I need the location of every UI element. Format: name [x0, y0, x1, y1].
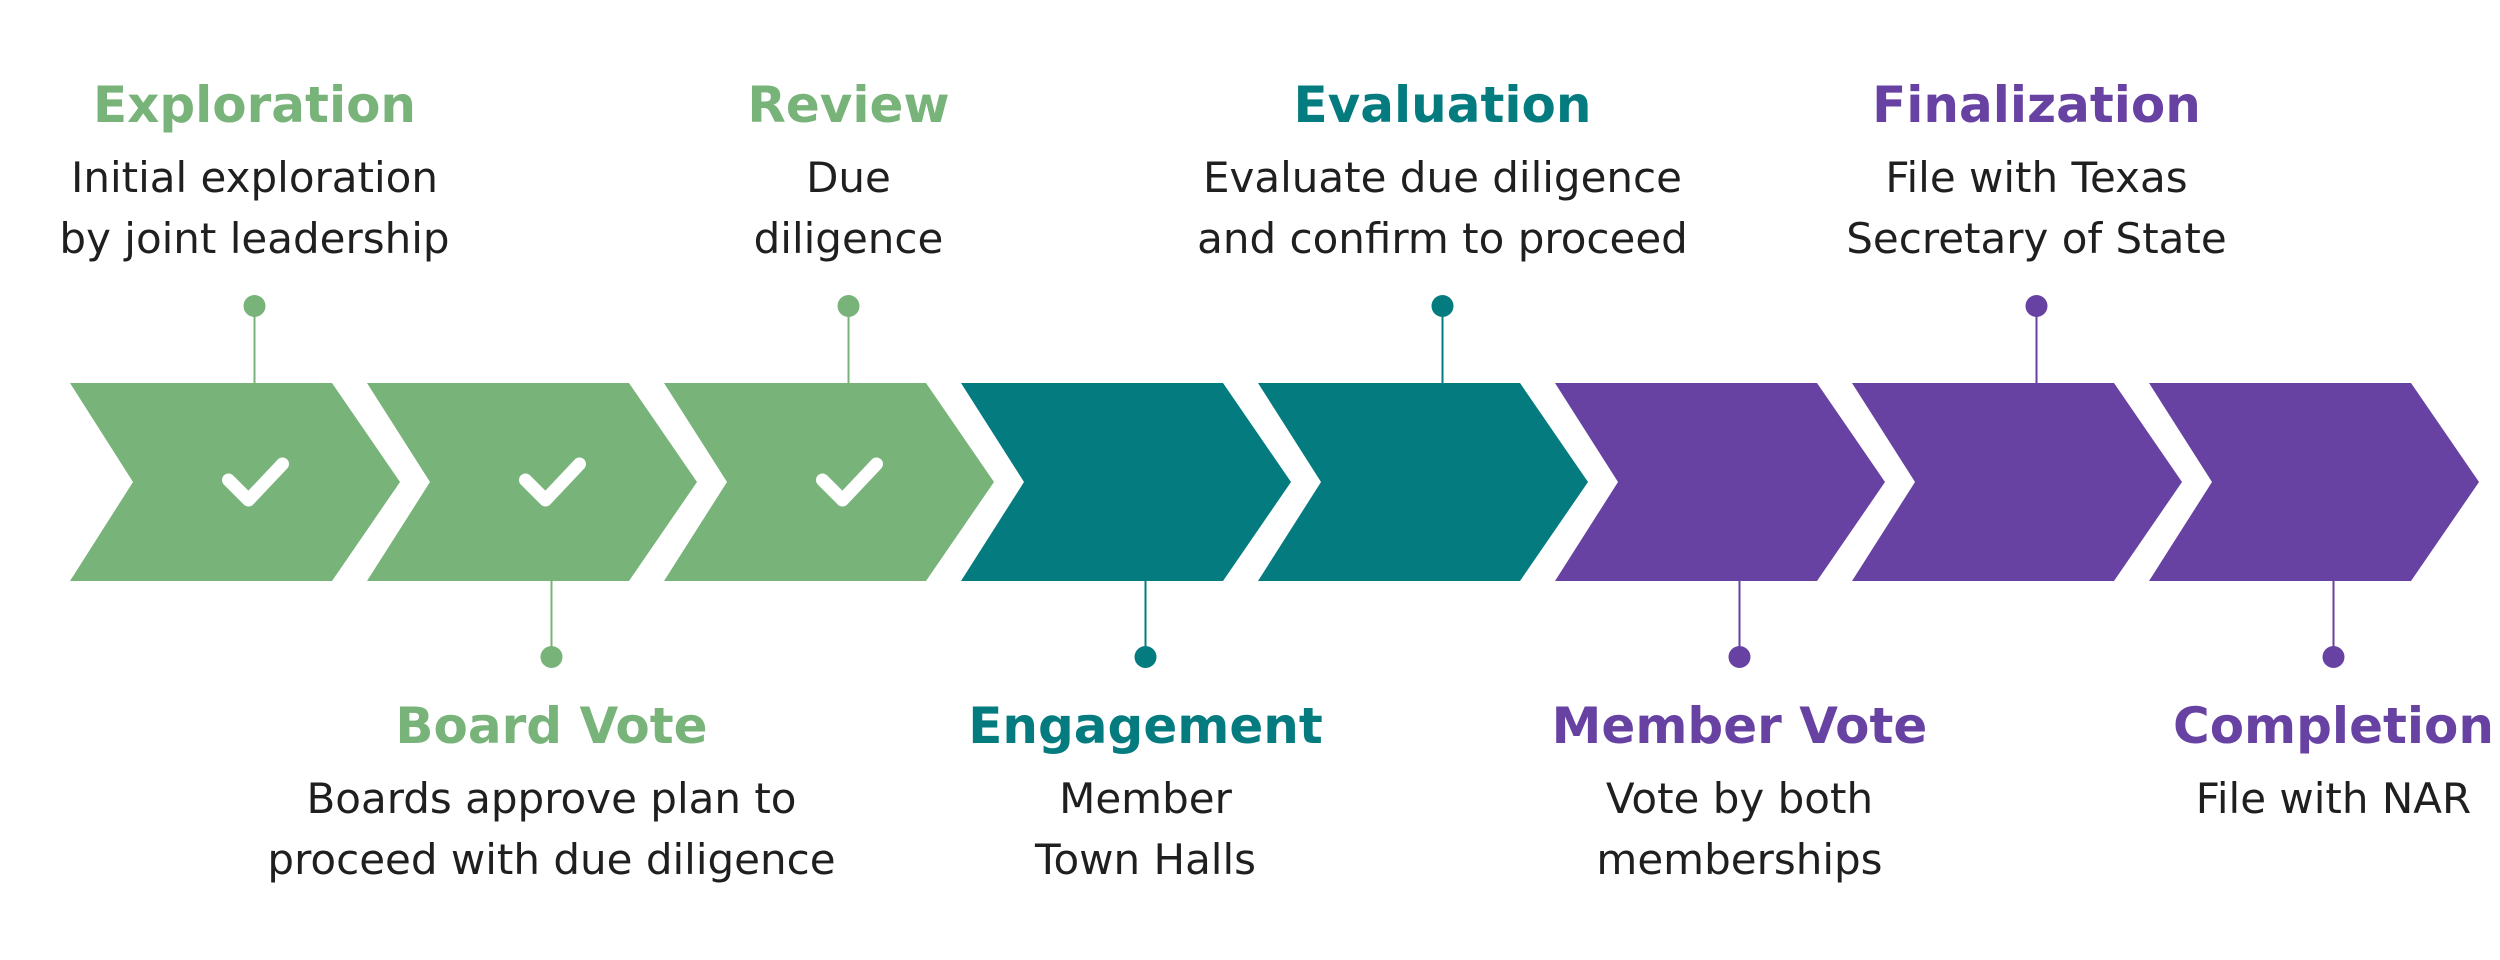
- step-description-line: Vote by both: [1606, 774, 1873, 823]
- step-description-line: Town Halls: [1034, 835, 1256, 884]
- step-description-line: and confirm to proceed: [1197, 214, 1688, 263]
- step-description-line: memberships: [1596, 835, 1882, 884]
- connector-dot-finalization: [2025, 295, 2048, 317]
- connector-dot-completion: [2322, 646, 2345, 668]
- connector-dot-member-vote: [1728, 646, 1751, 668]
- chevron-evaluation: [1258, 383, 1588, 581]
- checkmark-icon: [222, 457, 289, 507]
- step-title-completion: Completion: [2173, 697, 2494, 755]
- connector-dot-evaluation: [1431, 295, 1454, 317]
- step-title-exploration: Exploration: [93, 76, 416, 134]
- chevron-completion: [2149, 383, 2479, 581]
- step-description-line: File with Texas: [1885, 153, 2187, 202]
- step-description-line: Due: [806, 153, 891, 202]
- connector-dot-engagement: [1134, 646, 1157, 668]
- step-description-line: Secretary of State: [1846, 214, 2226, 263]
- step-description-line: Initial exploration: [71, 153, 438, 202]
- chevron-member-vote: [1555, 383, 1885, 581]
- connector-lines: [243, 295, 2345, 668]
- step-title-board-vote: Board Vote: [395, 697, 707, 755]
- step-title-review: Review: [747, 76, 949, 134]
- step-title-finalization: Finalization: [1872, 76, 2201, 134]
- step-description-line: Evaluate due diligence: [1203, 153, 1682, 202]
- step-description-line: Member: [1059, 774, 1232, 823]
- step-title-engagement: Engagement: [968, 697, 1323, 755]
- checkmark-icon: [816, 457, 883, 507]
- checkmark-icon: [519, 457, 586, 507]
- chevron-finalization: [1852, 383, 2182, 581]
- connector-dot-review: [837, 295, 860, 317]
- chevron-row: [70, 383, 2479, 581]
- step-description-line: proceed with due diligence: [267, 835, 835, 884]
- step-description-line: Boards approve plan to: [306, 774, 796, 823]
- chevron-engagement: [961, 383, 1291, 581]
- connector-dot-board-vote: [540, 646, 563, 668]
- step-description-line: File with NAR: [2196, 774, 2471, 823]
- connector-dot-exploration: [243, 295, 266, 317]
- step-title-evaluation: Evaluation: [1294, 76, 1592, 134]
- step-description-line: diligence: [754, 214, 944, 263]
- step-description-line: by joint leadership: [59, 214, 449, 263]
- step-title-member-vote: Member Vote: [1552, 697, 1928, 755]
